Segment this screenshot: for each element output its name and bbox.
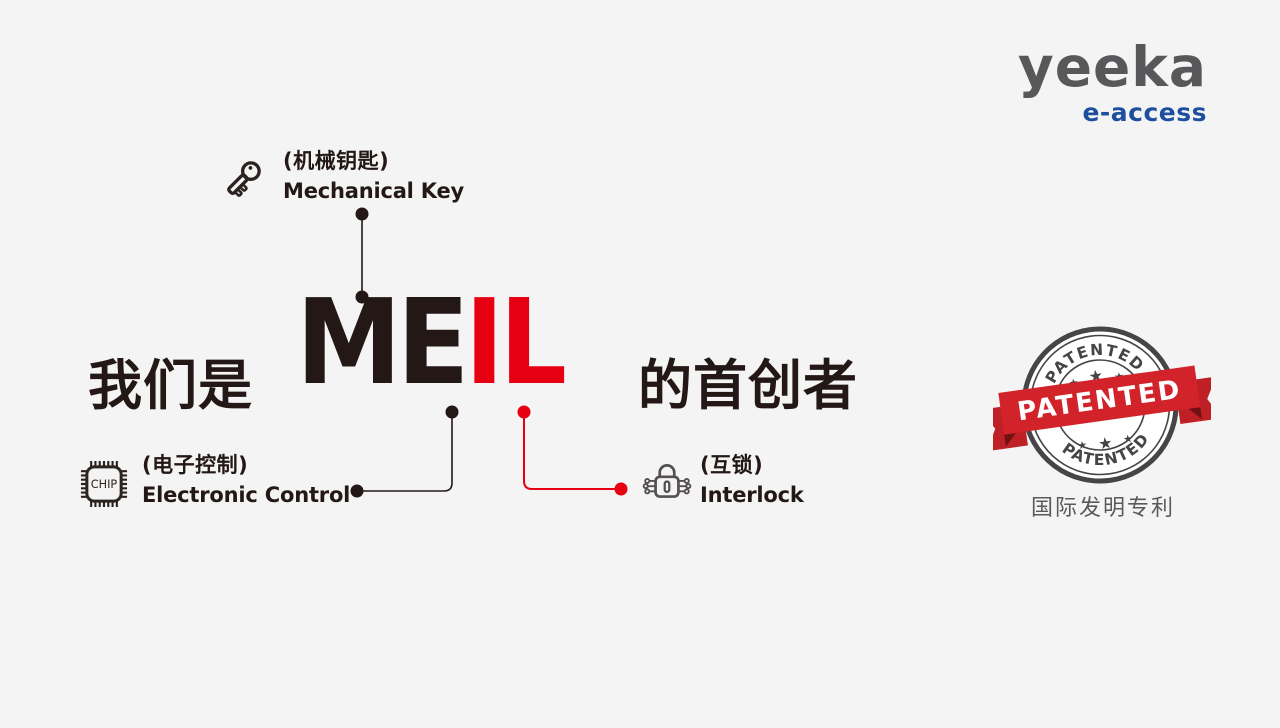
- annotation-mechanical: (机械钥匙) Mechanical Key: [283, 146, 464, 206]
- connector-electronic-control: [350, 405, 459, 498]
- svg-text:★: ★: [1122, 432, 1134, 446]
- logo: yeeka e-access: [1017, 35, 1207, 127]
- logo-subbrand: e-access: [1082, 98, 1207, 127]
- annotation-mechanical-zh: (机械钥匙): [283, 149, 390, 173]
- annotation-interlock-en: Interlock: [700, 483, 804, 507]
- connector-interlock: [517, 405, 628, 496]
- stamp-caption: 国际发明专利: [1030, 496, 1175, 521]
- annotation-interlock: (互锁) Interlock: [700, 450, 804, 510]
- logo-brand: yeeka: [1017, 35, 1207, 99]
- svg-text:★: ★: [1077, 438, 1089, 452]
- acronym-il: IL: [464, 273, 567, 411]
- headline-prefix: 我们是: [88, 354, 253, 417]
- headline-acronym: MEIL: [296, 283, 567, 401]
- acronym-me: ME: [296, 273, 469, 411]
- annotation-mechanical-en: Mechanical Key: [283, 179, 465, 203]
- svg-text:★: ★: [1097, 433, 1114, 454]
- patented-stamp: PATENTED PATENTED ★ ★ ★ ★ ★ ★ PATENTED: [993, 326, 1211, 484]
- annotation-interlock-zh: (互锁): [700, 453, 764, 477]
- annotation-electronic: (电子控制) Electronic Control: [142, 450, 350, 510]
- lock-icon: [642, 464, 692, 498]
- chip-icon: CHIP: [80, 460, 128, 508]
- annotation-electronic-en: Electronic Control: [142, 483, 351, 507]
- chip-icon-label: CHIP: [91, 478, 118, 491]
- headline-suffix: 的首创者: [638, 354, 858, 417]
- stamp-stars-bottom: ★ ★ ★: [1077, 432, 1134, 454]
- annotation-electronic-zh: (电子控制): [142, 453, 249, 477]
- key-icon: [227, 161, 261, 197]
